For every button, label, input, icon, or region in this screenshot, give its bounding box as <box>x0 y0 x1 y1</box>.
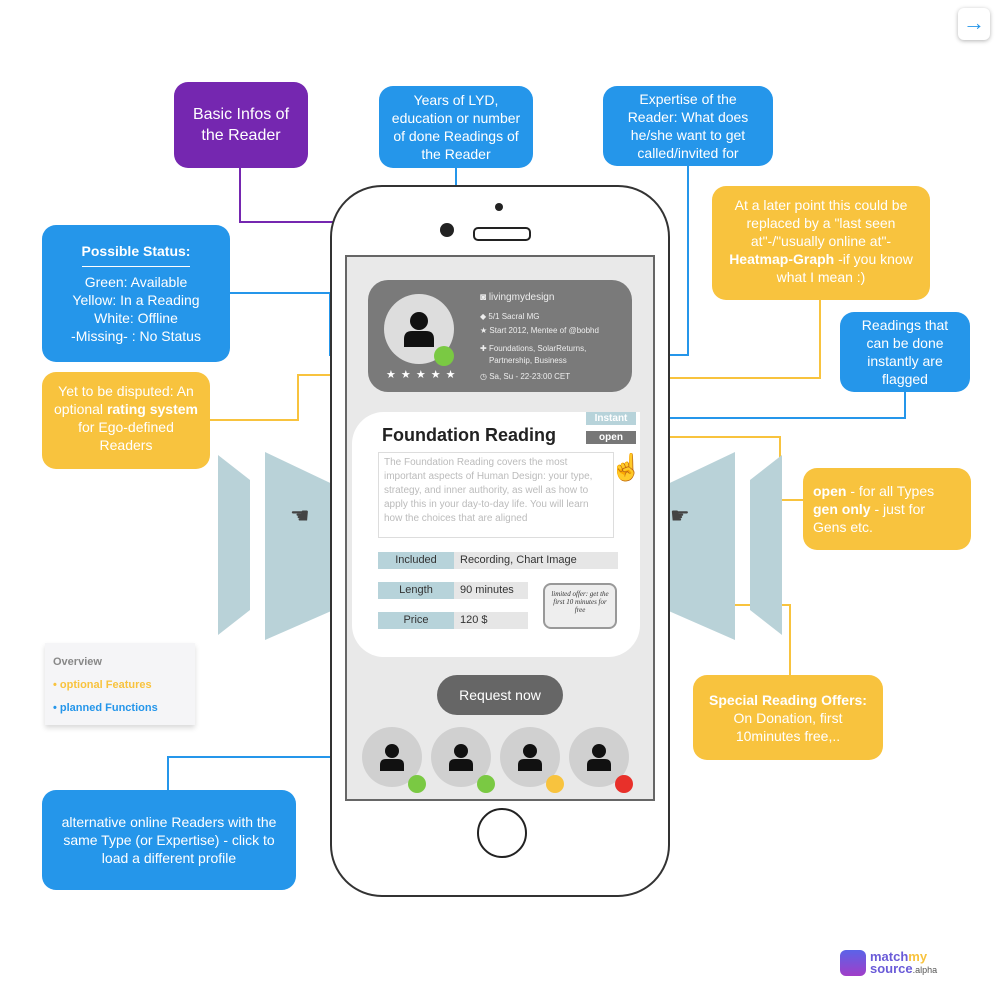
callout-years: Years of LYD, education or number of don… <box>379 86 533 168</box>
reader-start: Start 2012, Mentee of @bobhd <box>489 326 599 335</box>
callout-status: Possible Status: Green: Available Yellow… <box>42 225 230 362</box>
callout-instant: Readings that can be done instantly are … <box>840 312 970 392</box>
person-icon <box>449 744 473 771</box>
alternative-reader-avatar[interactable] <box>431 727 495 793</box>
legend-overview: Overview • optional Features • planned F… <box>45 643 195 725</box>
person-icon <box>518 744 542 771</box>
reading-title: Foundation Reading <box>382 425 556 445</box>
status-dot <box>408 775 426 793</box>
reader-type: 5/1 Sacral MG <box>488 312 540 321</box>
status-title: Possible Status: <box>81 242 191 267</box>
alternative-reader-avatar[interactable] <box>569 727 633 793</box>
status-line: Green: Available <box>84 274 188 290</box>
person-icon <box>404 312 434 347</box>
open-badge: open <box>586 431 636 444</box>
reading-description[interactable]: The Foundation Reading covers the most i… <box>378 452 614 538</box>
request-now-button[interactable]: Request now <box>437 675 563 715</box>
callout-later: At a later point this could be replaced … <box>712 186 930 300</box>
reader-hours: Sa, Su - 22-23:00 CET <box>489 372 571 381</box>
legend-planned: • planned Functions <box>53 702 158 714</box>
instagram-icon: ◙ <box>480 292 489 303</box>
callout-basic-infos: Basic Infos of the Reader <box>174 82 308 168</box>
star-icon: ★ <box>480 326 490 335</box>
callout-rating: Yet to be disputed: An optional rating s… <box>42 372 210 469</box>
status-dot <box>477 775 495 793</box>
phone-sensor <box>440 223 454 237</box>
callout-special-offers: Special Reading Offers:On Donation, firs… <box>693 675 883 760</box>
alternative-reader-avatar[interactable] <box>500 727 564 793</box>
status-dot <box>546 775 564 793</box>
home-button[interactable] <box>477 808 527 858</box>
callout-expertise: Expertise of the Reader: What does he/sh… <box>603 86 773 166</box>
phone-camera <box>495 203 503 211</box>
clock-icon: ◷ <box>480 372 490 381</box>
reader-profile-card: ★ ★ ★ ★ ★ ◙ livingmydesign ◆ 5/1 Sacral … <box>368 280 632 392</box>
alternative-reader-avatar[interactable] <box>362 727 426 793</box>
callout-alternative-readers: alternative online Readers with the same… <box>42 790 296 890</box>
person-icon <box>380 744 404 771</box>
logo-icon <box>840 950 866 976</box>
special-offer-badge[interactable]: limited offer: get the first 10 minutes … <box>543 583 617 629</box>
phone-speaker <box>473 227 531 241</box>
reader-handle: livingmydesign <box>488 292 555 303</box>
swipe-left-hand-icon[interactable]: ☚ <box>290 503 310 528</box>
status-line: -Missing- : No Status <box>71 328 201 344</box>
status-dot <box>615 775 633 793</box>
reader-expertise: Foundations, SolarReturns, Partnership, … <box>488 344 587 365</box>
rating-stars: ★ ★ ★ ★ ★ <box>386 369 457 381</box>
person-icon <box>587 744 611 771</box>
status-line: White: Offline <box>94 310 178 326</box>
instant-badge: Instant <box>586 412 636 425</box>
status-indicator <box>434 346 454 366</box>
reading-card: Foundation Reading The Foundation Readin… <box>352 412 643 657</box>
diamond-icon: ◆ <box>480 312 489 321</box>
plus-icon: ✚ <box>480 344 489 353</box>
legend-optional: • optional Features <box>53 679 152 691</box>
legend-title: Overview <box>53 656 102 668</box>
scroll-gesture-icon: ☝ <box>610 452 643 482</box>
status-line: Yellow: In a Reading <box>72 292 200 308</box>
swipe-right-hand-icon[interactable]: ☛ <box>670 503 690 528</box>
next-arrow-icon[interactable]: → <box>958 8 990 40</box>
